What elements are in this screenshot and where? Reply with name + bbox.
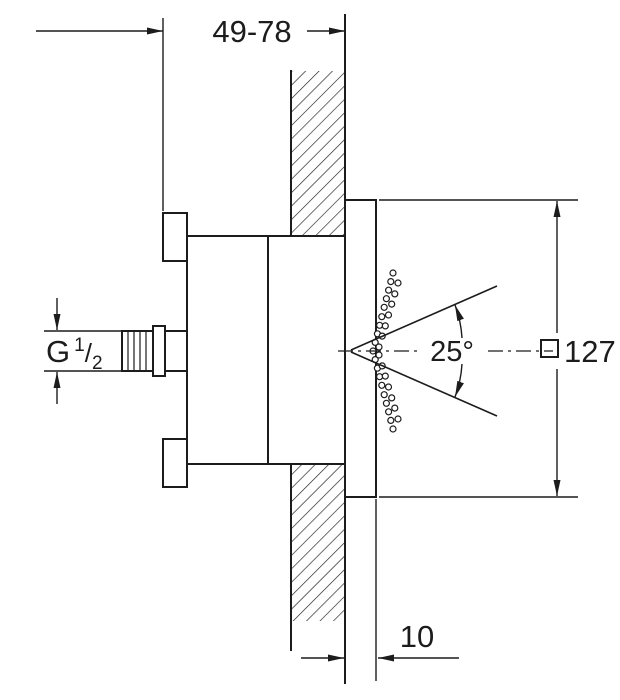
recess-depth-label: 49-78 [212,14,291,49]
wall-hatch-bottom [291,464,345,621]
mounting-tab-bottom [162,438,188,488]
dim-faceplate-size: 127 [379,199,616,498]
thread-slash: / [85,338,93,368]
mounting-tab-top [162,212,188,262]
thread-prefix: G [46,334,70,369]
thread-numerator: 1 [74,335,85,356]
inlet-nipple [121,330,154,372]
dim-recess-depth: 49-78 [36,14,345,211]
recessed-body [121,212,346,488]
inlet-connector [164,330,188,372]
spray-angle-label: 25° [430,336,474,368]
protrusion-label: 10 [400,619,434,654]
spray-angle: 25° [350,285,498,417]
spray-line-lower [350,351,498,417]
angle-arc-arrow-upper [454,304,464,339]
spray-nozzle-beads [369,269,402,433]
thread-lines [127,332,147,370]
thread-denominator: 2 [92,353,103,374]
body-housing [186,235,346,465]
square-symbol-icon [540,339,559,358]
faceplate-size-label: 127 [564,334,616,369]
faceplate [344,199,402,498]
spray-line-upper [350,285,498,351]
angle-arc-arrow-lower [454,363,464,398]
wall-hatch-top [291,71,345,236]
inlet-collar [152,325,166,377]
wall-section [290,14,346,684]
dim-protrusion: 10 [301,499,459,681]
